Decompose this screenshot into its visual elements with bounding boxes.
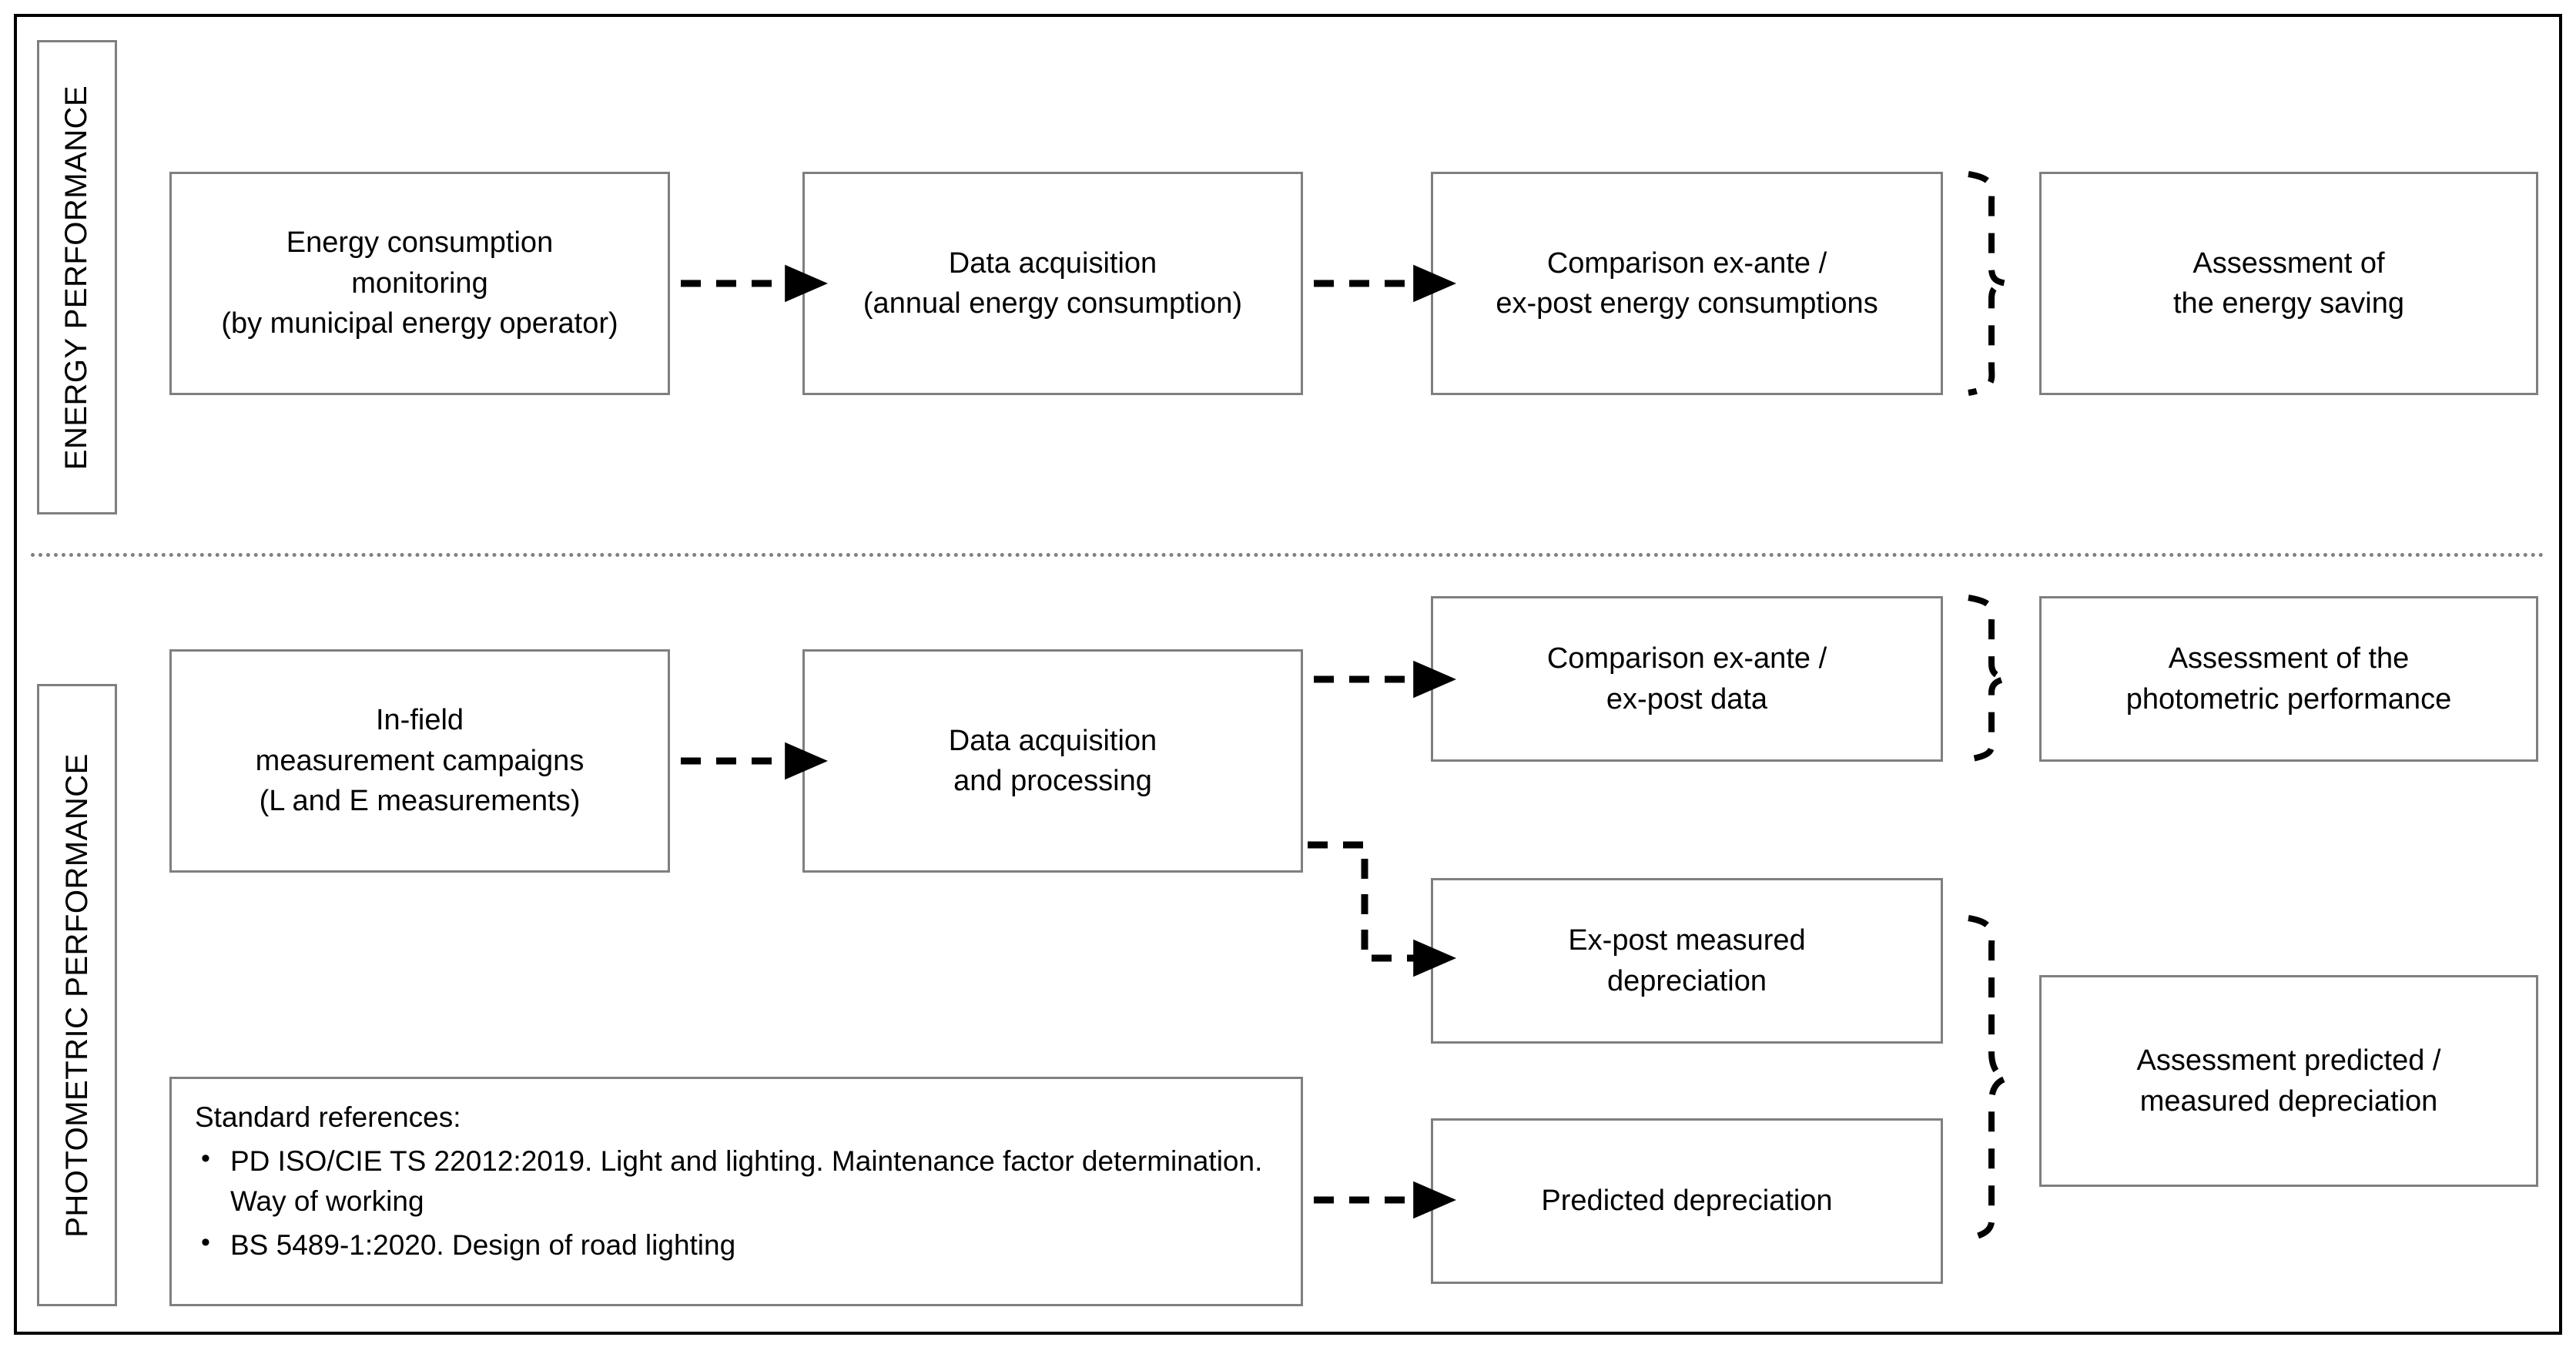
box-energy-consumption-monitoring-line3: (by municipal energy operator) xyxy=(221,307,618,340)
standard-reference-item: PD ISO/CIE TS 22012:2019. Light and ligh… xyxy=(195,1140,1281,1222)
band-label-photometric-performance: PHOTOMETRIC PERFORMANCE xyxy=(37,684,117,1306)
box-energy-comparison-line2: ex-post energy consumptions xyxy=(1496,287,1878,320)
box-assessment-photometric-line1: Assessment of the xyxy=(2168,642,2410,675)
box-assessment-photometric-performance[interactable]: Assessment of the photometric performanc… xyxy=(2039,596,2538,762)
box-energy-consumption-monitoring-line2: monitoring xyxy=(351,266,488,300)
box-in-field-line1: In-field xyxy=(375,704,464,737)
box-assessment-energy-saving[interactable]: Assessment of the energy saving xyxy=(2039,172,2538,395)
box-assessment-photometric-line2: photometric performance xyxy=(2125,682,2452,716)
box-photometric-data-acquisition-line2: and processing xyxy=(953,765,1152,797)
standard-references-list: PD ISO/CIE TS 22012:2019. Light and ligh… xyxy=(195,1140,1281,1266)
box-predicted-depreciation[interactable]: Predicted depreciation xyxy=(1431,1118,1943,1284)
box-energy-consumption-monitoring[interactable]: Energy consumption monitoring (by munici… xyxy=(169,172,670,395)
box-assessment-energy-saving-line2: the energy saving xyxy=(2173,287,2404,320)
figure-outer-frame xyxy=(14,14,2562,1335)
box-ex-post-measured-depreciation-line1: Ex-post measured xyxy=(1568,924,1806,957)
box-in-field-line2: measurement campaigns xyxy=(255,744,585,777)
box-energy-data-acquisition-line1: Data acquisition xyxy=(948,246,1157,280)
box-photometric-data-acquisition-processing[interactable]: Data acquisition and processing xyxy=(802,649,1303,873)
box-predicted-depreciation-line1: Predicted depreciation xyxy=(1541,1185,1833,1218)
box-energy-data-acquisition-line2: (annual energy consumption) xyxy=(863,287,1243,320)
band-label-energy-performance-text: ENERGY PERFORMANCE xyxy=(59,85,94,470)
box-energy-data-acquisition[interactable]: Data acquisition (annual energy consumpt… xyxy=(802,172,1303,395)
box-photometric-comparison-line2: ex-post data xyxy=(1606,682,1768,716)
band-label-photometric-performance-text: PHOTOMETRIC PERFORMANCE xyxy=(59,752,94,1238)
band-divider-dotted-line xyxy=(31,553,2545,557)
box-ex-post-measured-depreciation[interactable]: Ex-post measured depreciation xyxy=(1431,878,1943,1044)
box-photometric-comparison-ex-ante-ex-post[interactable]: Comparison ex-ante / ex-post data xyxy=(1431,596,1943,762)
box-ex-post-measured-depreciation-line2: depreciation xyxy=(1606,964,1767,997)
box-assessment-depreciation-line1: Assessment predicted / xyxy=(2136,1044,2441,1078)
box-energy-comparison-ex-ante-ex-post[interactable]: Comparison ex-ante / ex-post energy cons… xyxy=(1431,172,1943,395)
standard-reference-item: BS 5489-1:2020. Design of road lighting xyxy=(195,1224,1281,1266)
box-assessment-predicted-measured-depreciation[interactable]: Assessment predicted / measured deprecia… xyxy=(2039,975,2538,1187)
box-in-field-measurement-campaigns[interactable]: In-field measurement campaigns (L and E … xyxy=(169,649,670,873)
box-photometric-comparison-line1: Comparison ex-ante / xyxy=(1546,642,1827,675)
standard-references-title: Standard references: xyxy=(195,1101,461,1133)
box-in-field-line3: (L and E measurements) xyxy=(259,785,581,818)
box-photometric-data-acquisition-line1: Data acquisition xyxy=(948,724,1157,757)
box-assessment-energy-saving-line1: Assessment of xyxy=(2192,246,2385,280)
box-assessment-depreciation-line2: measured depreciation xyxy=(2139,1084,2438,1118)
box-energy-comparison-line1: Comparison ex-ante / xyxy=(1546,246,1827,280)
box-standard-references[interactable]: Standard references: PD ISO/CIE TS 22012… xyxy=(169,1077,1303,1306)
band-label-energy-performance: ENERGY PERFORMANCE xyxy=(37,40,117,514)
box-energy-consumption-monitoring-line1: Energy consumption xyxy=(286,226,554,260)
